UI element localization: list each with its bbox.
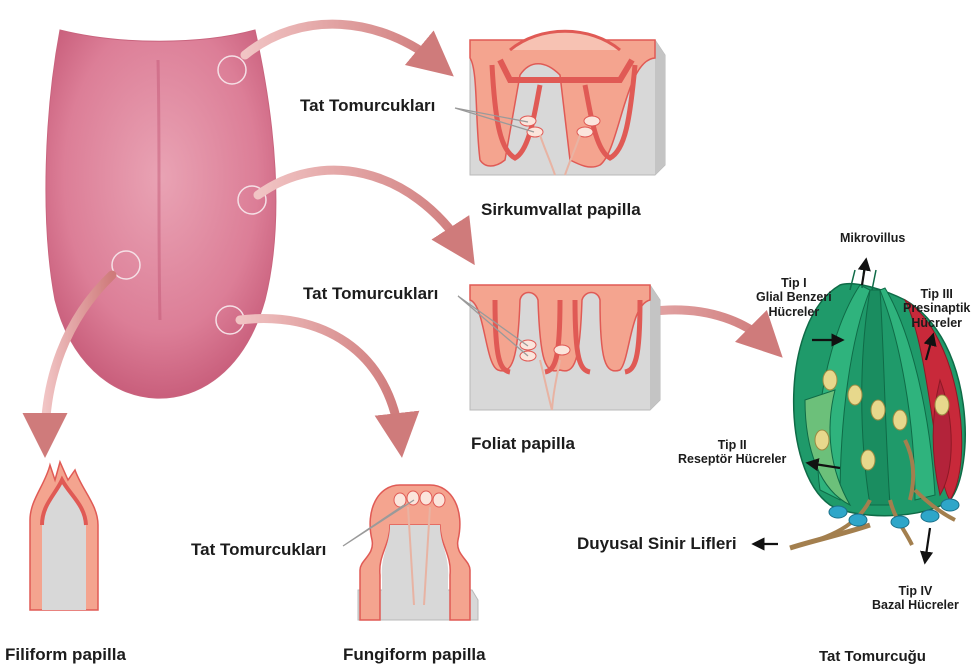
type1-line3: Hücreler [756,305,832,319]
type1-line2: Glial Benzeri [756,290,832,304]
tongue [46,30,276,398]
sensory-fibers-label: Duyusal Sinir Lifleri [577,534,737,554]
type3-label: Tip III Presinaptik Hücreler [903,287,970,330]
taste-buds-label-foliate: Tat Tomurcukları [303,284,438,304]
type2-label: Tip II Reseptör Hücreler [678,438,786,467]
fungiform-papilla-label: Fungiform papilla [343,645,486,665]
type3-line1: Tip III [903,287,970,301]
taste-buds-label-fungiform: Tat Tomurcukları [191,540,326,560]
fungiform-papilla [358,485,478,620]
arrow-to-fungiform [240,319,400,441]
circumvallate-papilla-label: Sirkumvallat papilla [481,200,641,220]
microvillus-label: Mikrovillus [840,231,905,245]
type1-label: Tip I Glial Benzeri Hücreler [756,276,832,319]
type2-line1: Tip II [678,438,786,452]
type2-line2: Reseptör Hücreler [678,452,786,466]
type4-label: Tip IV Bazal Hücreler [872,584,959,613]
taste-bud-label: Tat Tomurcuğu [819,648,926,665]
foliate-papilla [470,285,660,410]
taste-buds-label-circumvallate: Tat Tomurcukları [300,96,435,116]
arrow-to-foliate [258,170,465,250]
type1-line1: Tip I [756,276,832,290]
filiform-papilla-label: Filiform papilla [5,645,126,665]
type4-line2: Bazal Hücreler [872,598,959,612]
filiform-papilla [30,462,98,610]
type3-line3: Hücreler [903,316,970,330]
type3-line2: Presinaptik [903,301,970,315]
foliate-papilla-label: Foliat papilla [471,434,575,454]
arrow-to-circumvallate [245,24,440,65]
type4-line1: Tip IV [872,584,959,598]
circumvallate-papilla [470,31,665,175]
